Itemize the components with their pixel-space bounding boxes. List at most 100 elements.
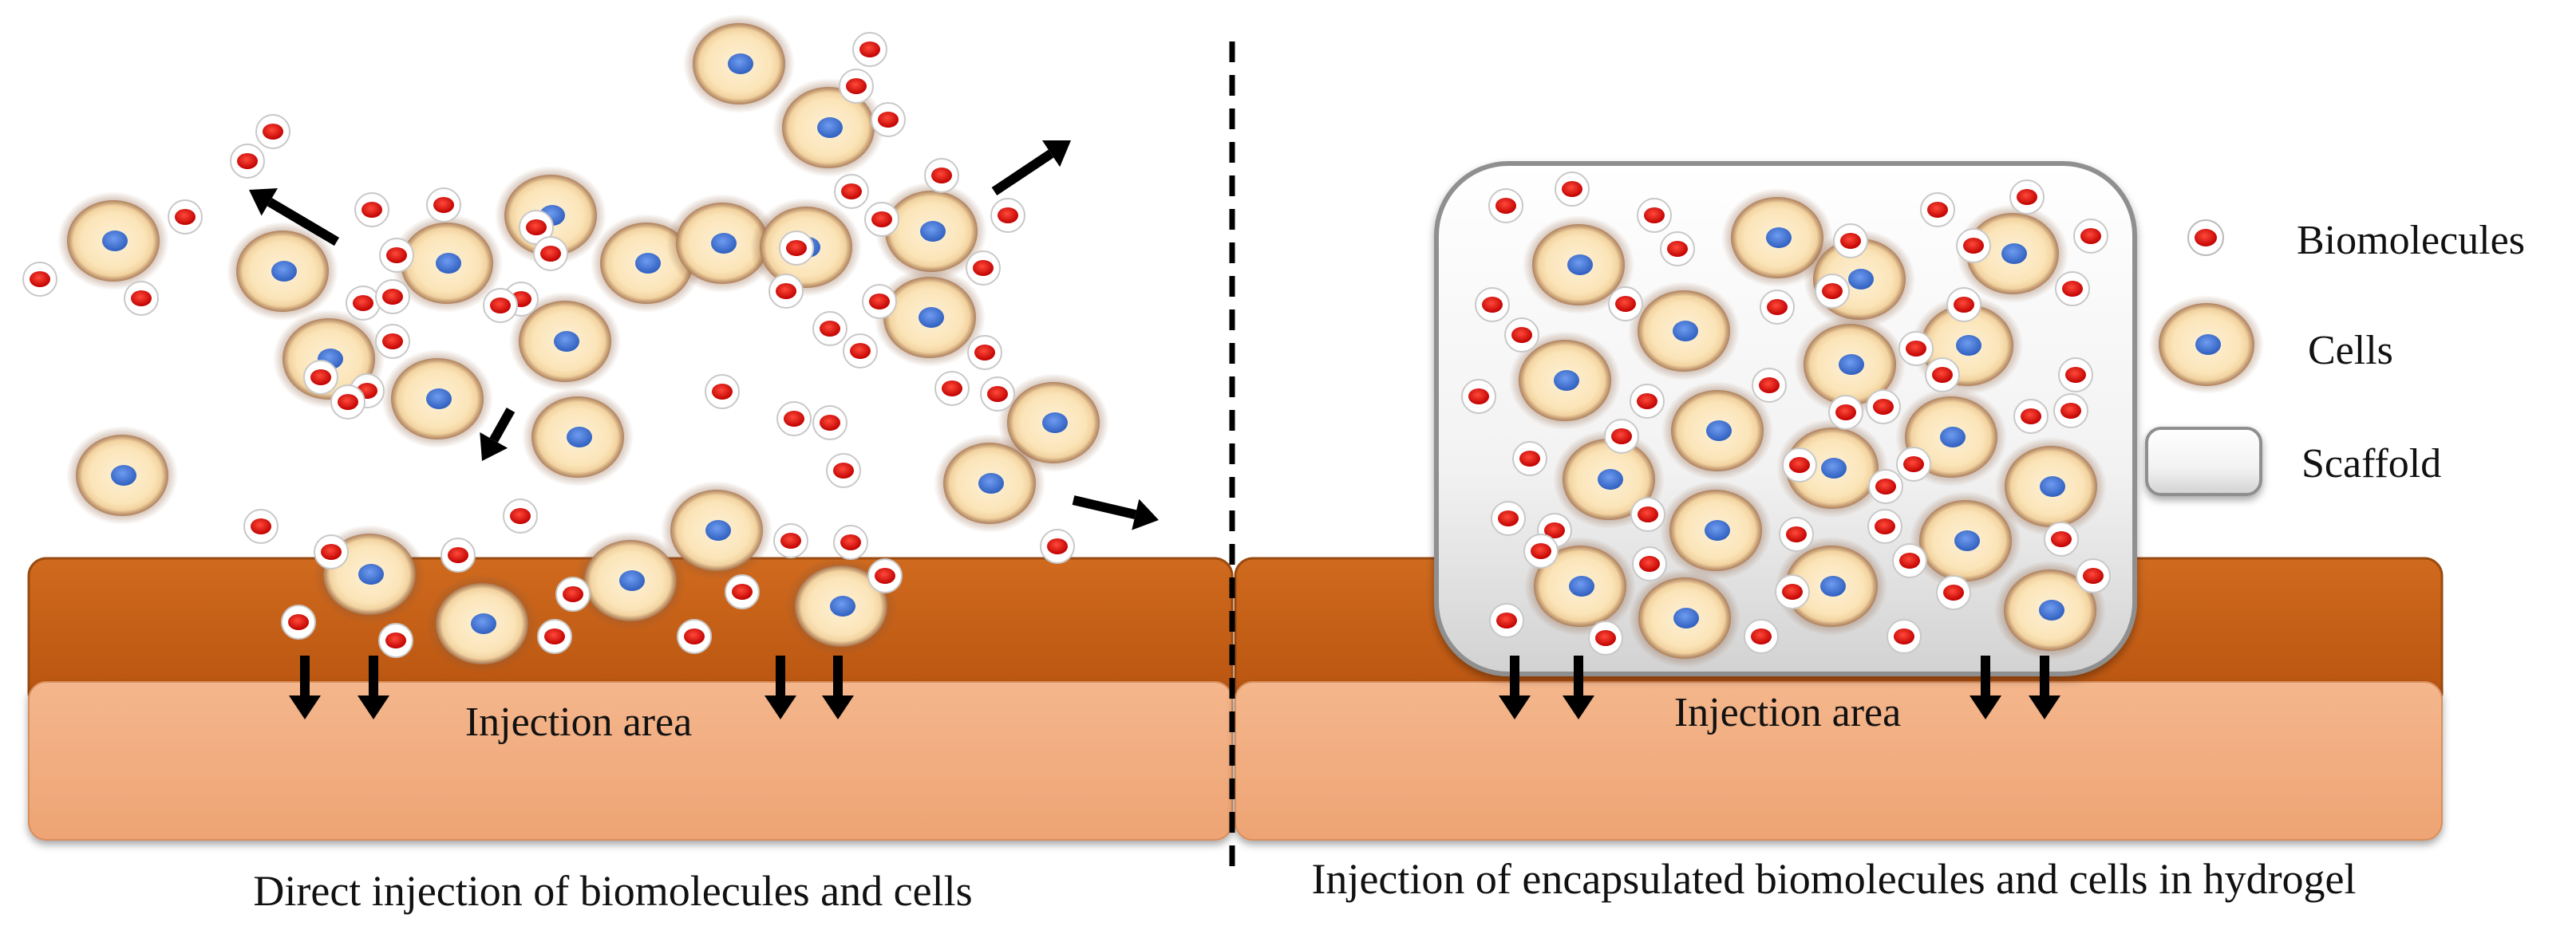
biomolecule [826,453,861,488]
cell-nucleus [830,596,855,617]
cell-nucleus [1673,608,1699,628]
biomolecule [346,286,381,321]
biomolecule [2073,219,2108,254]
cell-nucleus [920,221,946,242]
legend-cells-label: Cells [2308,328,2393,373]
cell [1629,569,1740,668]
cell-nucleus [1673,321,1698,341]
biomolecule [1887,619,1922,654]
biomolecule [833,525,868,560]
biomolecule [503,498,538,534]
biomolecule [1555,171,1590,207]
cell-nucleus [436,253,461,274]
right-injection-area-label: Injection area [1674,690,1901,735]
biomolecule [1632,546,1667,581]
cell [661,481,772,580]
biomolecule [22,262,57,297]
biomolecule [812,311,847,346]
biomolecule [1489,603,1524,638]
cell [1628,282,1740,380]
biomolecule [378,623,413,658]
biomolecule [1488,188,1523,223]
biomolecule [1936,575,1971,610]
biomolecule [1760,290,1795,325]
legend-cell-icon [2149,295,2264,394]
biomolecule [1744,619,1779,654]
biomolecule [1833,223,1868,258]
biomolecule [725,574,760,609]
biomolecule [1637,198,1672,233]
biomolecule [2053,393,2088,428]
biomolecule [843,333,878,368]
cell-nucleus [1042,412,1068,433]
biomolecule [330,384,365,420]
cell-nucleus [635,253,661,274]
biomolecule [303,360,338,395]
cell-nucleus [1567,254,1593,275]
cell-nucleus [711,233,737,254]
biomolecule [314,534,349,569]
left-cells [57,14,1109,673]
biomolecule [537,619,572,654]
cell [875,182,987,281]
biomolecule [779,231,814,266]
cell [934,434,1045,533]
biomolecule [1461,379,1496,414]
biomolecule [1892,543,1927,578]
cell [1794,315,1906,414]
arrow-icon [1970,656,2001,719]
cell [1660,481,1772,580]
cell [1524,537,1636,636]
arrow-icon [822,656,854,719]
biomolecule [1604,419,1639,454]
biomolecule [1608,286,1643,321]
biomolecule [1815,274,1850,309]
cell-nucleus [1766,227,1792,248]
biomolecule [243,509,279,544]
cell-nucleus [1706,420,1732,441]
cell-nucleus [426,388,452,409]
biomolecule [555,577,591,612]
cell-nucleus [817,117,843,138]
cell [1721,188,1833,287]
cell [575,531,686,630]
legend-scaffold-label: Scaffold [2301,441,2441,487]
cell [1994,561,2106,660]
biomolecule [966,250,1001,286]
biomolecule [1504,317,1539,353]
biomolecule [2055,271,2090,306]
cell-nucleus [978,473,1004,494]
biomolecule [1920,192,1955,227]
biomolecule [867,558,903,593]
biomolecule [1896,447,1931,482]
cell [522,388,634,487]
cell-nucleus [567,427,592,447]
cell [57,191,169,290]
cell-nucleus [1848,269,1874,290]
biomolecule [864,202,899,237]
biomolecule [230,144,265,179]
biomolecule [852,32,887,67]
legend-biomolecule-icon [2187,219,2224,256]
biomolecule [768,274,804,309]
biomolecule [441,538,476,573]
biomolecule [519,210,554,245]
arrow-icon [358,656,389,719]
arrow-icon [991,140,1071,195]
biomolecule [924,158,959,193]
biomolecule [2013,399,2049,434]
cell [509,292,621,391]
biomolecule [379,238,414,273]
cell-nucleus [1705,520,1730,541]
cell-nucleus [111,465,136,486]
biomolecule [375,279,410,314]
biomolecule [862,284,897,319]
biomolecule [1630,497,1665,532]
cell-nucleus [1820,576,1846,597]
biomolecule [980,376,1015,412]
legend-biomolecules-label: Biomolecules [2297,218,2525,263]
biomolecule [1475,287,1510,322]
biomolecule [1956,228,1991,263]
left-injection-area-label: Injection area [465,699,692,745]
cell [1910,491,2021,590]
